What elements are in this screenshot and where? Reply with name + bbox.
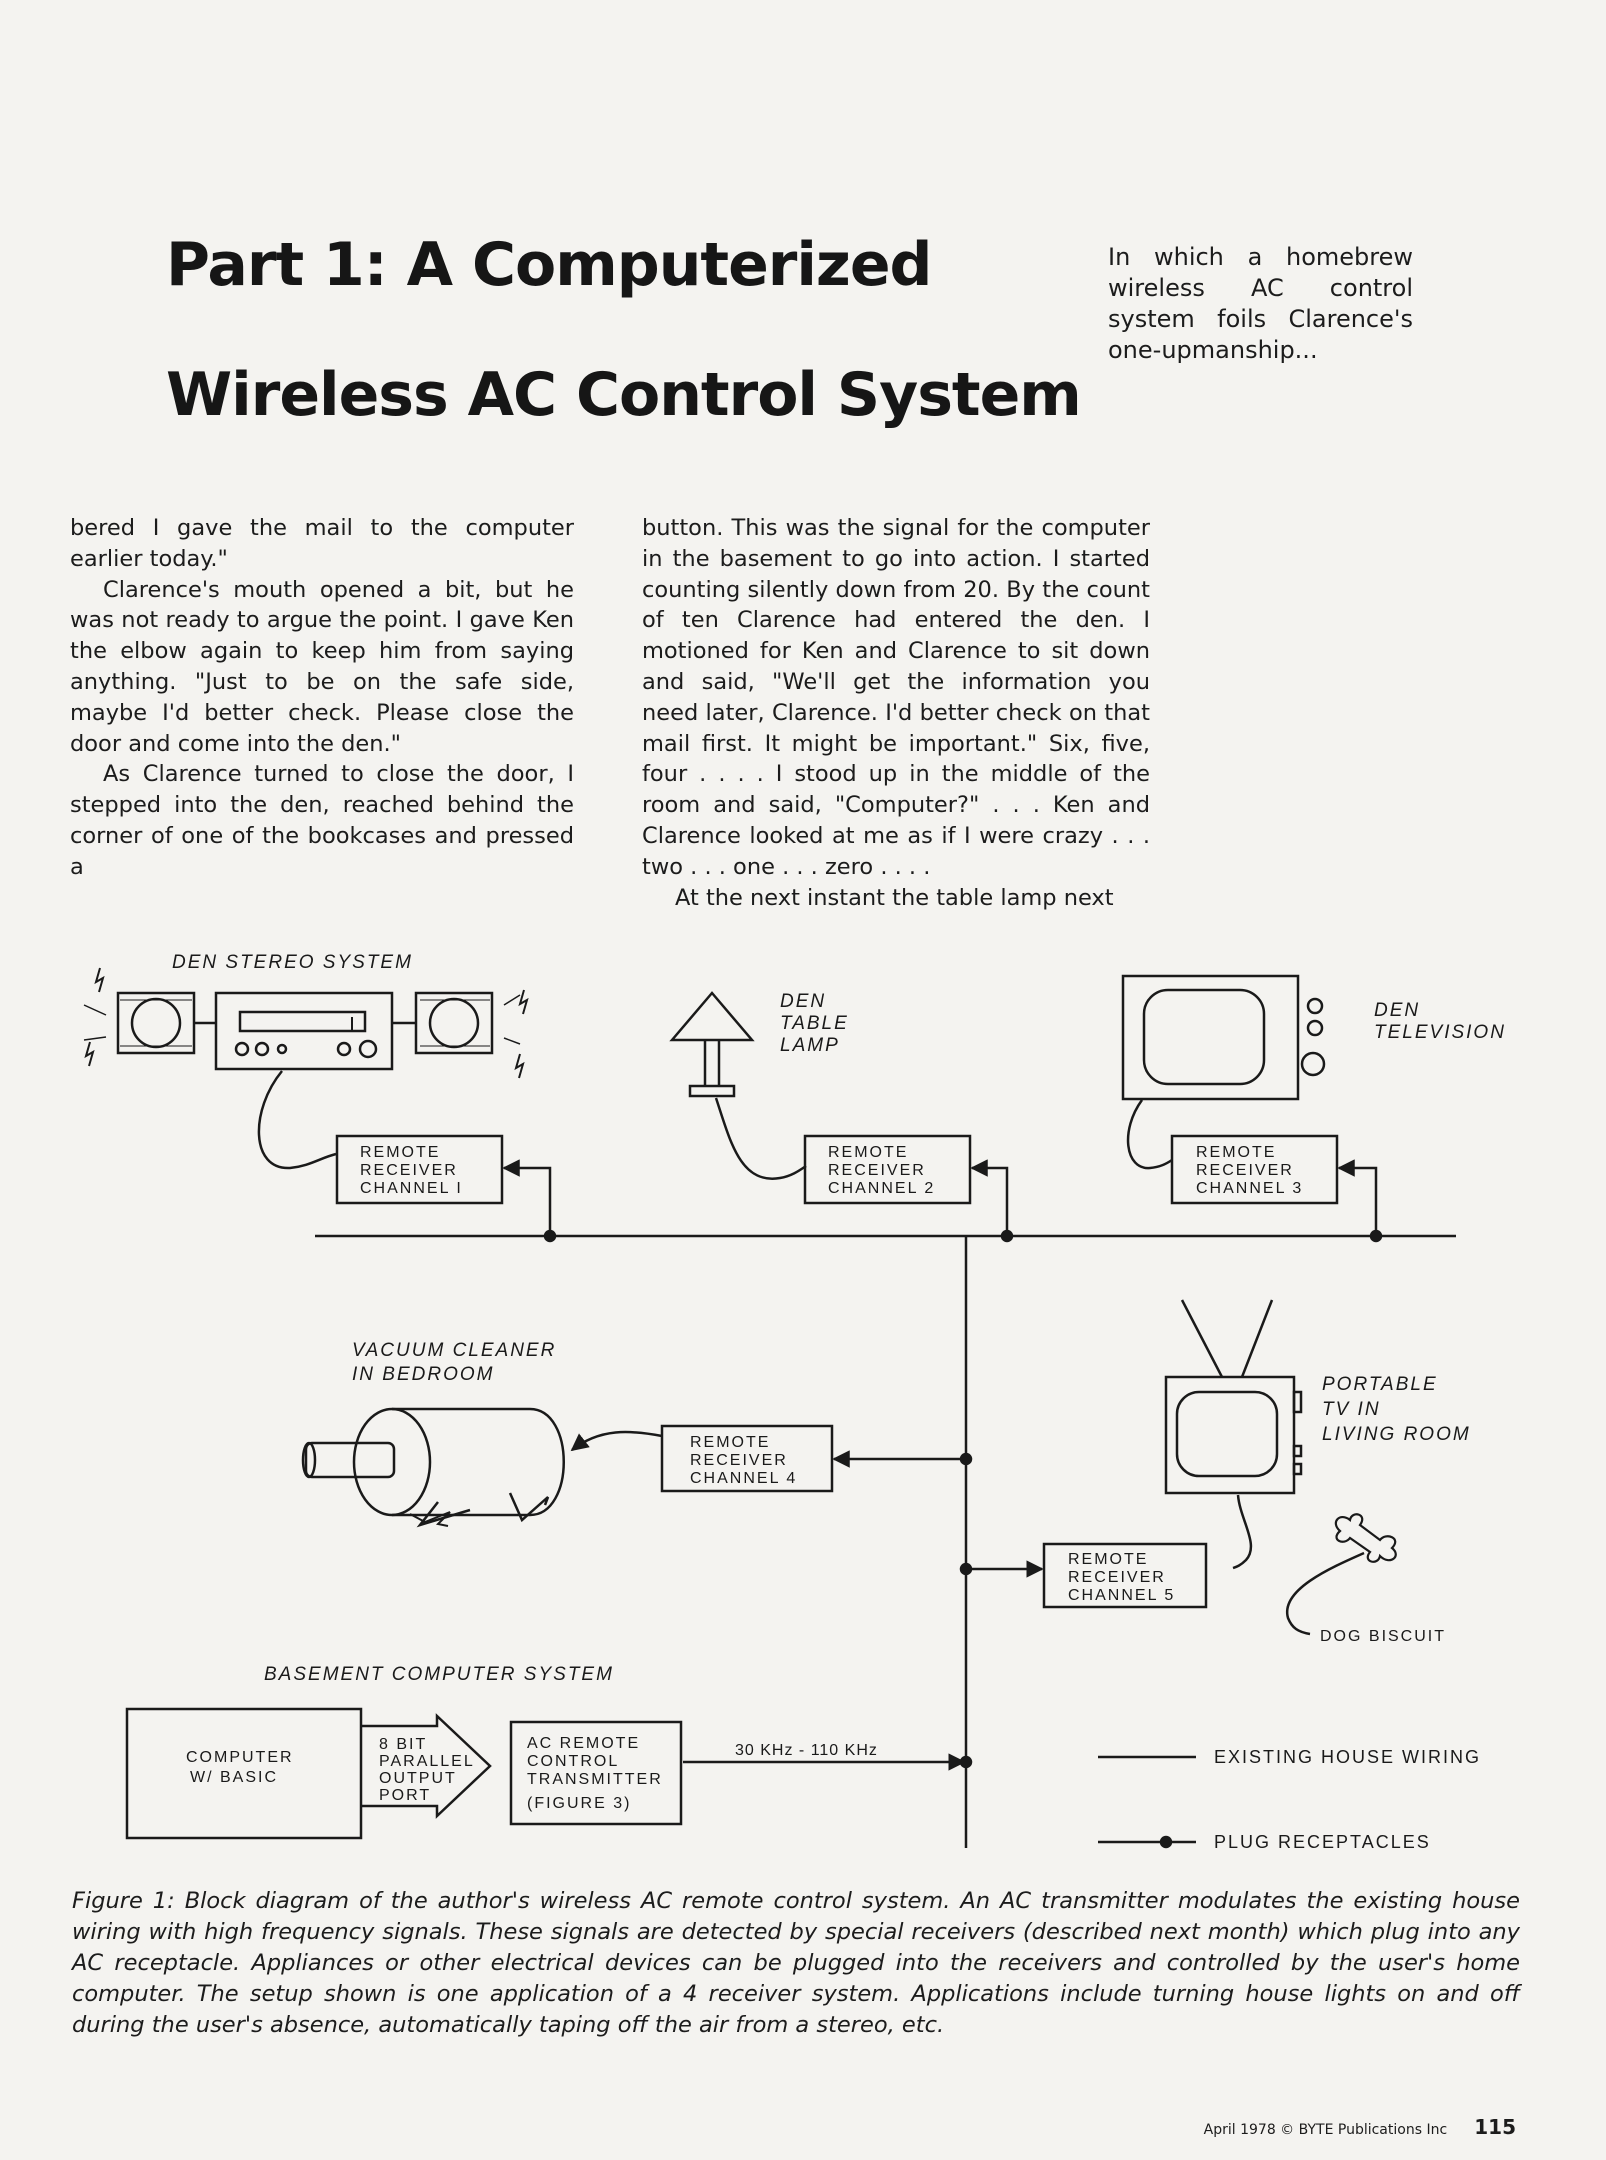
receiver-3-box — [1170, 1134, 1339, 1205]
receiver-2-box — [803, 1134, 972, 1205]
paragraph: button. This was the signal for the comp… — [642, 515, 1150, 880]
receiver-3-feed — [1337, 1159, 1378, 1236]
transmitter-box — [509, 1720, 683, 1826]
title-line-2: Wireless AC Control System — [166, 360, 1082, 430]
dog-biscuit-label: DOG BISCUIT — [1320, 1628, 1446, 1645]
text-column-1: bered I gave the mail to the computer ea… — [70, 513, 574, 883]
receiver-1-box — [335, 1134, 504, 1205]
paragraph: Clarence's mouth opened a bit, but he wa… — [70, 576, 574, 757]
text-column-2: button. This was the signal for the comp… — [642, 513, 1150, 913]
legend-wiring-label: EXISTING HOUSE WIRING — [1214, 1747, 1481, 1767]
paragraph: At the next instant the table lamp next — [675, 884, 1114, 911]
receiver-3-label: REMOTE RECEIVER CHANNEL 3 — [1196, 1144, 1303, 1197]
legend-receptacle-dot — [1159, 1835, 1173, 1849]
receiver-1-feed — [502, 1159, 552, 1236]
receiver-1-label: REMOTE RECEIVER CHANNEL I — [360, 1144, 464, 1197]
computer-box-label: COMPUTER W/ BASIC — [186, 1749, 300, 1786]
paragraph: As Clarence turned to close the door, I … — [70, 761, 574, 880]
port-box-label: 8 BIT PARALLEL OUTPUT PORT — [379, 1736, 481, 1804]
paragraph: bered I gave the mail to the computer ea… — [70, 515, 574, 572]
computer-box — [125, 1707, 363, 1840]
house-wiring — [315, 1229, 1456, 1848]
dog-biscuit-icon — [1285, 1513, 1397, 1636]
vacuum-label: VACUUM CLEANER IN BEDROOM — [352, 1340, 564, 1385]
frequency-label: 30 KHz - 110 KHz — [735, 1742, 878, 1759]
figure-caption: Figure 1: Block diagram of the author's … — [72, 1888, 1520, 2038]
basement-label: BASEMENT COMPUTER SYSTEM — [264, 1664, 614, 1685]
footer-credit: April 1978 © BYTE Publications Inc — [1203, 2122, 1448, 2138]
receiver-2-feed — [970, 1159, 1009, 1236]
receiver-5-box — [1042, 1542, 1208, 1609]
den-television-icon — [1121, 974, 1326, 1170]
port-box — [361, 1713, 492, 1819]
receiver-4-label: REMOTE RECEIVER CHANNEL 4 — [690, 1434, 797, 1487]
vacuum-cleaner-icon — [301, 1407, 663, 1528]
den-stereo — [83, 967, 529, 1170]
lamp-label: DEN TABLE LAMP — [780, 991, 856, 1056]
page-number: 115 — [1474, 2115, 1516, 2139]
receiver-5-label: REMOTE RECEIVER CHANNEL 5 — [1068, 1551, 1175, 1604]
receiver-2-label: REMOTE RECEIVER CHANNEL 2 — [828, 1144, 935, 1197]
legend-receptacle-label: PLUG RECEPTACLES — [1214, 1832, 1431, 1852]
portable-tv-label: PORTABLE TV IN LIVING ROOM — [1322, 1374, 1471, 1445]
stereo-label: DEN STEREO SYSTEM — [172, 952, 413, 973]
title-line-1: Part 1: A Computerized — [166, 230, 932, 300]
transmitter-box-label: AC REMOTE CONTROL TRANSMITTER (FIGURE 3) — [527, 1735, 669, 1812]
page-footer: April 1978 © BYTE Publications Inc 115 — [1204, 2115, 1516, 2139]
receiver-4-box — [660, 1424, 834, 1493]
table-lamp-icon — [669, 991, 807, 1180]
television-label: DEN TELEVISION — [1374, 1000, 1506, 1043]
article-deck: In which a homebrew wireless AC control … — [1108, 243, 1413, 364]
article-title: Part 1: A Computerized Wireless AC Contr… — [166, 200, 1082, 460]
portable-tv-icon — [1164, 1299, 1303, 1570]
